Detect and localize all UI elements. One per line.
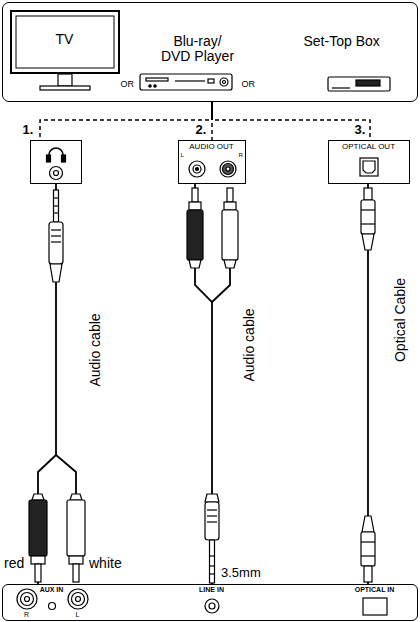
rca-merge-wire bbox=[212, 268, 230, 302]
node-text: Set-Top Box bbox=[304, 34, 380, 49]
node-text: 1. bbox=[23, 123, 34, 137]
optical-socket bbox=[360, 158, 378, 176]
headphone-out-box: 1. bbox=[30, 140, 82, 184]
cable-label: Audio cable bbox=[88, 311, 103, 388]
jack-plug bbox=[49, 190, 63, 282]
node-text: OR bbox=[242, 80, 256, 90]
audio-out-box: 2.AUDIO OUTLR bbox=[178, 140, 246, 184]
rca-plug-pair bbox=[187, 188, 238, 268]
node-text: AUDIO OUT bbox=[189, 143, 233, 152]
plug-label: 3.5mm bbox=[221, 566, 261, 580]
stem-line bbox=[211, 102, 213, 120]
signal-path bbox=[40, 102, 212, 140]
optical-plug-top bbox=[361, 188, 375, 250]
optical-out-box: 3.OPTICAL OUT bbox=[328, 140, 410, 184]
cable-label: Optical Cable bbox=[393, 276, 408, 364]
optical-plug-bottom bbox=[361, 516, 375, 582]
node-text: R bbox=[239, 152, 243, 159]
plug-label: white bbox=[89, 556, 122, 571]
node-text: L bbox=[76, 611, 80, 619]
rca-jacks bbox=[189, 161, 236, 177]
node-text: LINE IN bbox=[199, 586, 224, 594]
signal-path bbox=[211, 102, 213, 140]
line-in-socket bbox=[205, 599, 219, 613]
node-text: R bbox=[24, 611, 29, 619]
node-text: TV bbox=[56, 32, 74, 47]
red-rca-plug bbox=[29, 494, 47, 582]
disc-player bbox=[140, 74, 232, 90]
optical-in-socket bbox=[363, 598, 387, 615]
cable-label: Audio cable bbox=[242, 306, 257, 383]
white-branch-wire bbox=[56, 455, 76, 500]
node-text: AUX IN bbox=[40, 586, 64, 594]
tv-screen-box: TV bbox=[10, 10, 120, 74]
node-text: L bbox=[181, 152, 184, 159]
node-text: OR bbox=[121, 80, 135, 90]
plug-label: red bbox=[4, 556, 24, 571]
node-text: OPTICAL OUT bbox=[342, 143, 395, 152]
tv-neck bbox=[58, 74, 72, 86]
speaker-input-panel: AUX IN R L LINE IN OPTICAL IN bbox=[2, 584, 418, 621]
mini-jack-plug bbox=[205, 494, 219, 583]
node-text: Blu-ray/ DVD Player bbox=[159, 34, 236, 65]
tv-screen bbox=[16, 16, 114, 68]
white-rca-plug bbox=[67, 494, 85, 582]
headphone-jack bbox=[47, 148, 66, 179]
set-top-box bbox=[328, 77, 390, 91]
source-panel: OR Blu-ray/ DVD PlayerOR Set-Top Box TV bbox=[2, 2, 418, 102]
tv-base bbox=[40, 86, 90, 90]
node-text: 3. bbox=[355, 123, 366, 137]
node-text: 2. bbox=[196, 123, 207, 137]
signal-path bbox=[212, 102, 370, 140]
node-text: OPTICAL IN bbox=[355, 586, 395, 594]
